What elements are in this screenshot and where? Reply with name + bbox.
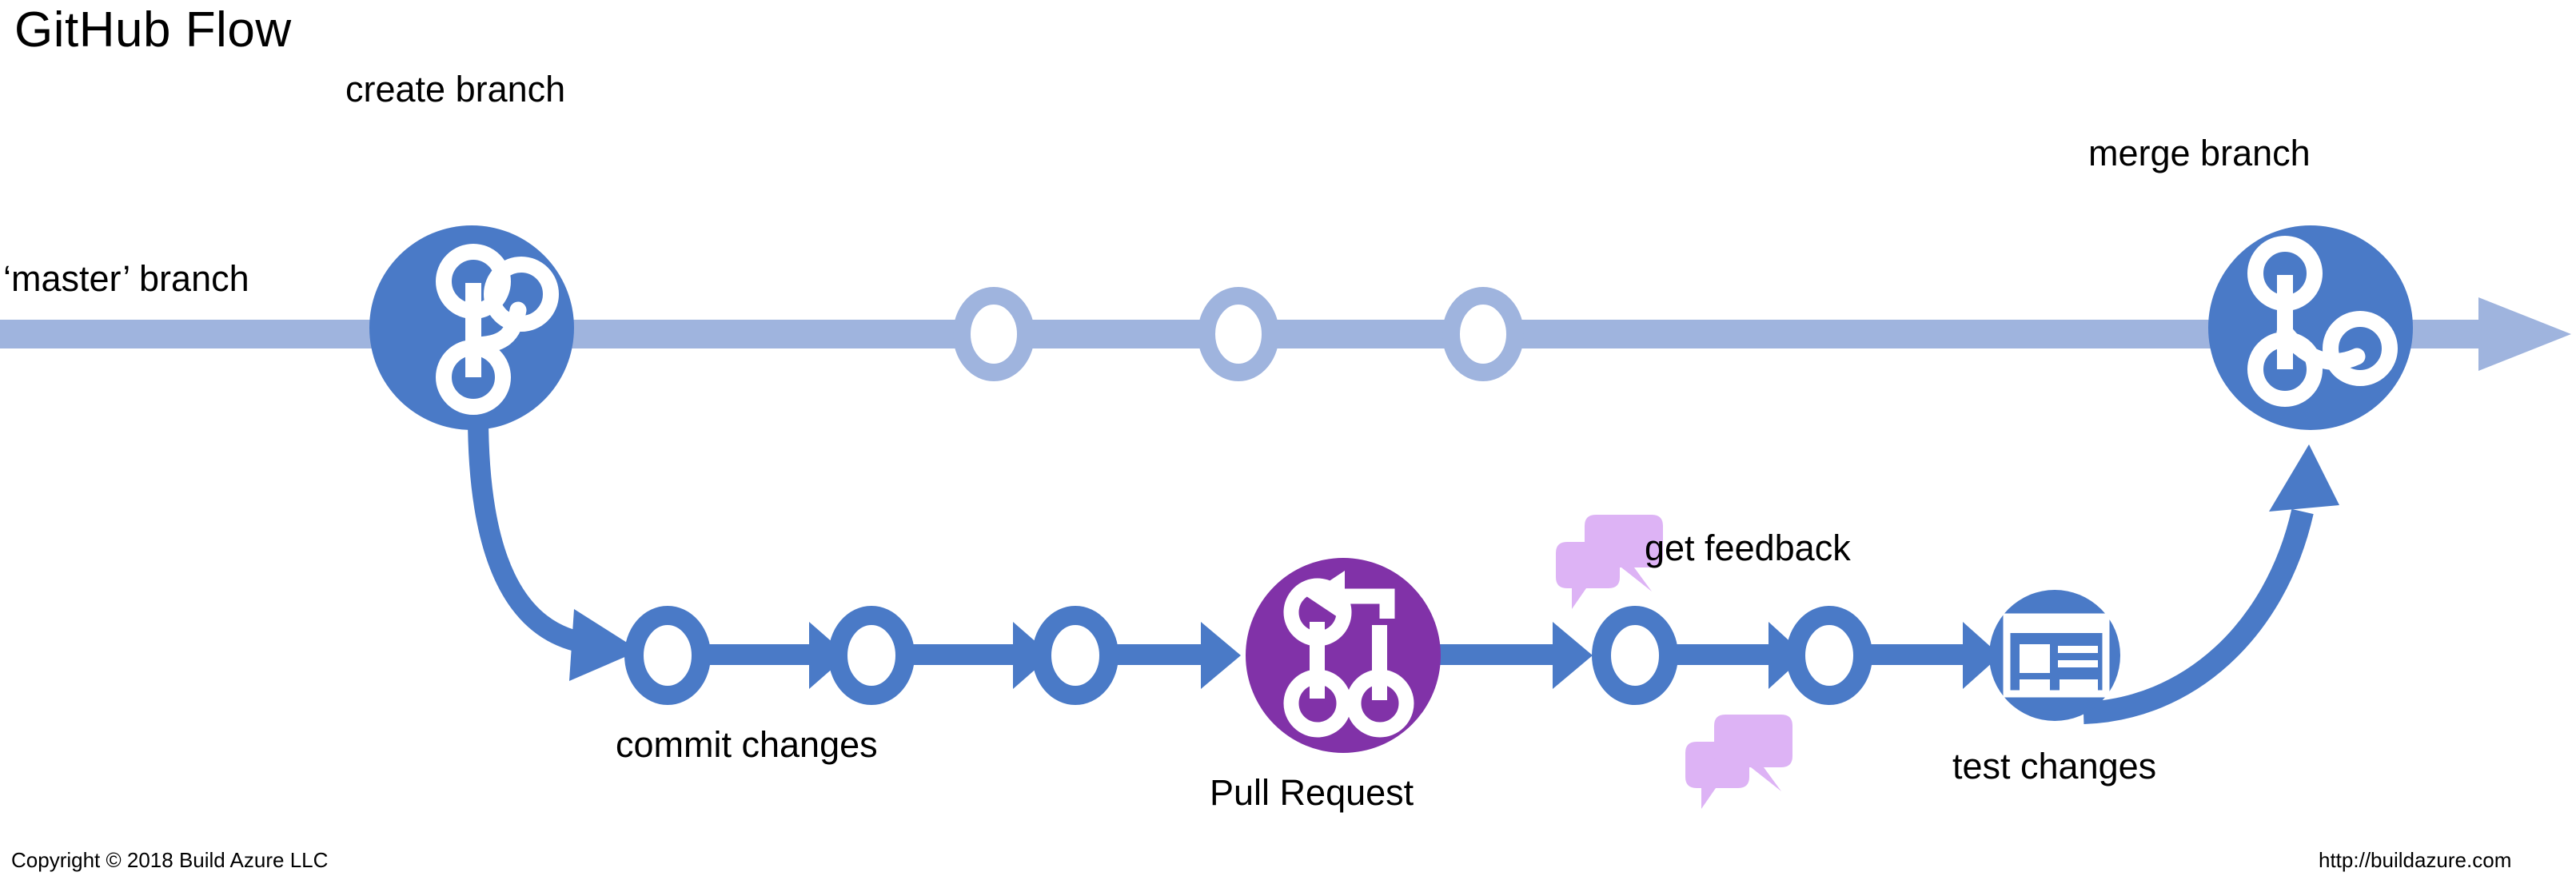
page-title: GitHub Flow	[14, 2, 292, 58]
label-merge-branch: merge branch	[2088, 133, 2311, 173]
master-commit-2	[1198, 287, 1279, 381]
footer-copyright: Copyright © 2018 Build Azure LLC	[11, 848, 329, 872]
feature-branch-path	[704, 622, 2000, 689]
feature-commit-1	[624, 606, 711, 705]
speech-bubbles-icon	[1685, 715, 1792, 809]
node-test-changes[interactable]	[1989, 590, 2120, 721]
master-branch-arrowhead	[2478, 297, 2571, 371]
feature-commit-4	[1592, 606, 1678, 705]
footer-url[interactable]: http://buildazure.com	[2319, 848, 2512, 872]
feature-commit-nodes	[624, 606, 1872, 705]
label-test-changes: test changes	[1952, 746, 2157, 786]
label-create-branch: create branch	[345, 69, 566, 110]
feedback-bubbles-bottom	[1685, 715, 1792, 809]
edge-test-to-merge-branch	[2083, 444, 2339, 724]
node-create-branch[interactable]	[369, 225, 574, 430]
label-get-feedback: get feedback	[1645, 528, 1851, 568]
label-commit-changes: commit changes	[616, 724, 878, 765]
label-pull-request: Pull Request	[1210, 772, 1414, 813]
master-commit-nodes	[953, 287, 1524, 381]
master-commit-3	[1442, 287, 1524, 381]
node-pull-request[interactable]	[1246, 558, 1441, 753]
master-commit-1	[953, 287, 1035, 381]
edge-create-branch-to-commit	[468, 415, 640, 681]
feature-commit-5	[1786, 606, 1872, 705]
label-master-branch: ‘master’ branch	[3, 258, 249, 299]
feature-commit-2	[828, 606, 915, 705]
feature-commit-3	[1032, 606, 1119, 705]
node-merge-branch[interactable]	[2208, 225, 2413, 430]
